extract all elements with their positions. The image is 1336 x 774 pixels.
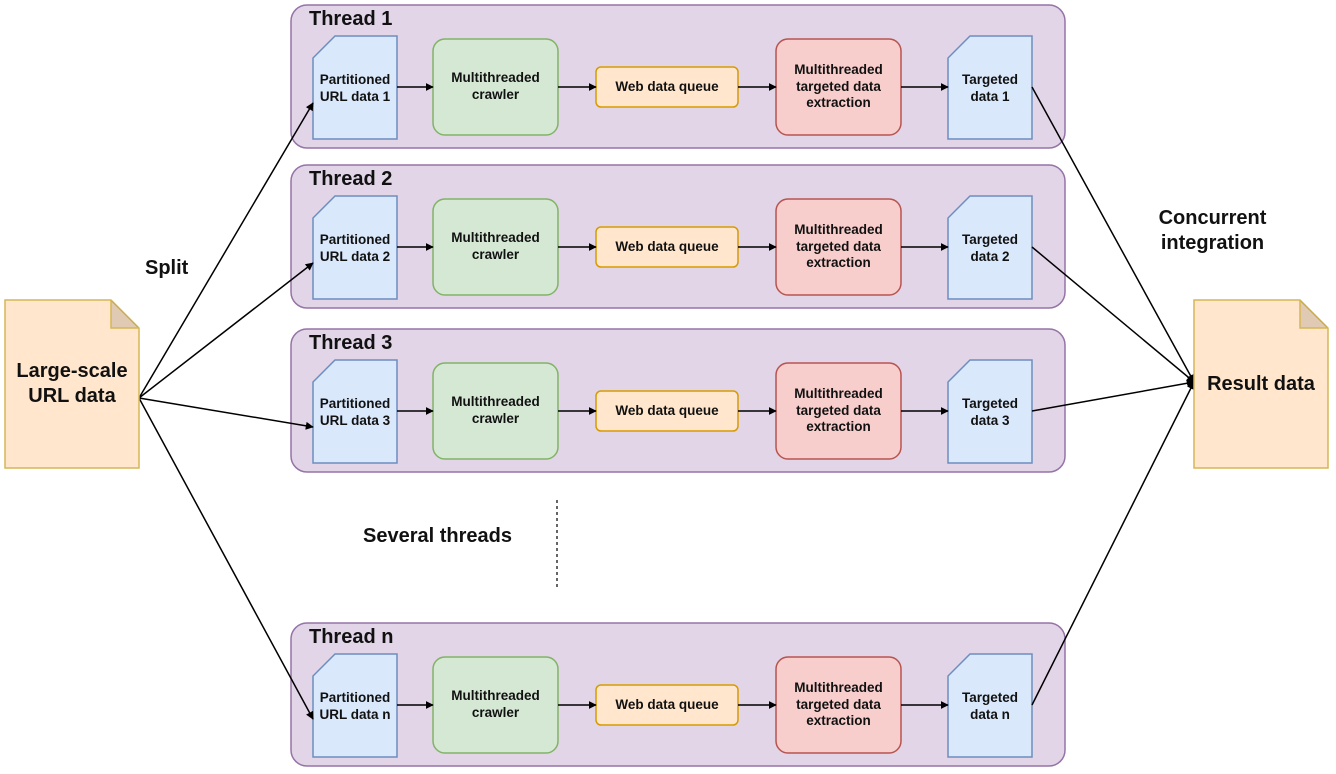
partitioned-url-label-1: Partitioned URL data 1 xyxy=(319,72,391,104)
extraction-label-3: Multithreaded targeted data extraction xyxy=(794,385,883,435)
several-threads-label: Several threads xyxy=(363,525,512,547)
partitioned-url-label-2: Partitioned URL data 2 xyxy=(319,232,391,264)
large-scale-url-data-label: Large-scale URL data xyxy=(16,360,128,407)
thread-title-2: Thread 2 xyxy=(309,168,393,190)
web-data-queue-label-n: Web data queue xyxy=(615,696,719,712)
crawler-label-3: Multithreaded crawler xyxy=(451,394,540,426)
integration-arrow-2 xyxy=(1031,246,1195,383)
crawler-label-n: Multithreaded crawler xyxy=(451,688,540,720)
web-data-queue-label-1: Web data queue xyxy=(615,78,719,94)
partitioned-url-doc-2 xyxy=(312,195,398,300)
targeted-data-doc-1 xyxy=(947,35,1033,140)
thread-title-3: Thread 3 xyxy=(309,332,393,354)
split-arrow-2 xyxy=(138,262,314,399)
extraction-label-2: Multithreaded targeted data extraction xyxy=(794,221,883,271)
crawler-label-1: Multithreaded crawler xyxy=(451,70,540,102)
partitioned-url-label-3: Partitioned URL data 3 xyxy=(319,396,391,428)
thread-title-1: Thread 1 xyxy=(309,8,393,30)
targeted-data-doc-3 xyxy=(947,359,1033,464)
web-data-queue-label-2: Web data queue xyxy=(615,238,719,254)
partitioned-url-doc-n xyxy=(312,653,398,758)
extraction-label-1: Multithreaded targeted data extraction xyxy=(794,61,883,111)
partitioned-url-label-n: Partitioned URL data n xyxy=(319,690,391,722)
result-data-label: Result data xyxy=(1207,372,1315,395)
targeted-data-doc-2 xyxy=(947,195,1033,300)
integration-arrow-n xyxy=(1031,381,1195,706)
concurrent-integration-label: Concurrent integration xyxy=(1158,207,1267,254)
split-arrow-3 xyxy=(138,397,314,430)
split-arrow-n xyxy=(138,397,314,720)
large-scale-url-data-document-fold xyxy=(110,300,139,329)
targeted-data-doc-n xyxy=(947,653,1033,758)
web-data-queue-label-3: Web data queue xyxy=(615,402,719,418)
extraction-label-n: Multithreaded targeted data extraction xyxy=(794,679,883,729)
targeted-data-label-2: Targeted data 2 xyxy=(961,232,1018,264)
partitioned-url-doc-1 xyxy=(312,35,398,140)
targeted-data-label-n: Targeted data n xyxy=(961,690,1018,722)
result-data-document xyxy=(1193,299,1329,469)
partitioned-url-doc-3 xyxy=(312,359,398,464)
split-label: Split xyxy=(145,257,189,279)
crawler-label-2: Multithreaded crawler xyxy=(451,230,540,262)
result-data-document-fold xyxy=(1299,300,1328,329)
targeted-data-label-3: Targeted data 3 xyxy=(961,396,1018,428)
large-scale-url-data-document xyxy=(4,299,140,469)
thread-title-n: Thread n xyxy=(309,626,394,648)
integration-arrow-3 xyxy=(1031,379,1195,412)
integration-arrow-1 xyxy=(1031,86,1195,383)
targeted-data-label-1: Targeted data 1 xyxy=(961,72,1018,104)
split-arrow-1 xyxy=(138,102,314,399)
